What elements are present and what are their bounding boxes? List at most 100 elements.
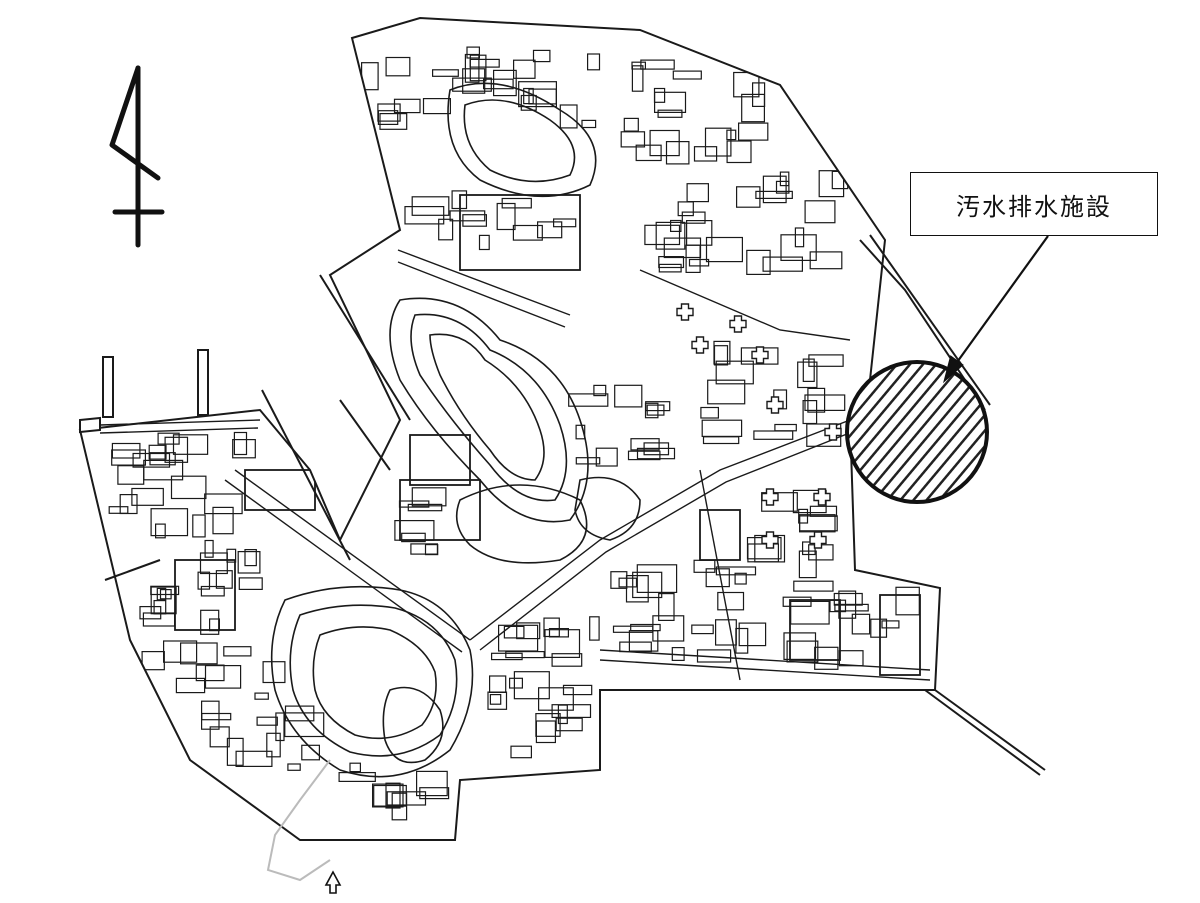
building-footprint — [244, 548, 257, 567]
building-footprint — [131, 487, 164, 506]
building-footprint — [618, 577, 638, 588]
building-footprint — [627, 450, 661, 461]
building-footprint — [226, 548, 237, 563]
building-footprint — [658, 592, 675, 621]
large-building — [699, 509, 741, 561]
building-footprint — [487, 691, 508, 710]
building-footprint — [746, 249, 771, 275]
building-footprint — [512, 59, 536, 79]
building-footprint — [505, 650, 545, 659]
site-boundary — [78, 16, 1046, 841]
building-footprint — [132, 452, 171, 468]
callout-label-box: 汚水排水施設 — [910, 172, 1158, 236]
building-footprint — [818, 170, 845, 198]
building-footprint — [733, 71, 760, 98]
building-footprint — [197, 571, 211, 590]
large-building — [399, 479, 481, 541]
building-footprint — [510, 745, 532, 759]
building-footprint — [204, 539, 214, 558]
building-footprint — [349, 762, 361, 773]
building-footprint — [204, 493, 243, 515]
building-footprint — [794, 227, 805, 248]
building-footprint — [807, 387, 826, 413]
building-footprint — [870, 618, 888, 638]
building-footprint — [287, 763, 301, 771]
building-footprint — [469, 58, 500, 68]
building-footprint — [512, 224, 543, 241]
building-footprint — [691, 624, 714, 635]
building-footprint — [681, 211, 706, 224]
building-footprint — [741, 93, 766, 123]
building-footprint — [372, 783, 404, 808]
building-footprint — [715, 360, 754, 385]
building-footprint — [612, 625, 654, 633]
building-footprint — [462, 214, 487, 227]
building-footprint — [829, 599, 847, 613]
building-footprint — [466, 46, 480, 59]
building-footprint — [797, 361, 818, 389]
building-footprint — [503, 625, 525, 639]
building-footprint — [150, 508, 189, 537]
building-footprint — [786, 640, 819, 663]
building-footprint — [478, 234, 490, 251]
building-footprint — [586, 53, 601, 71]
building-footprint — [693, 559, 716, 573]
building-footprint — [119, 494, 138, 515]
building-footprint — [632, 571, 663, 599]
building-footprint — [636, 564, 678, 593]
building-footprint — [717, 591, 745, 611]
building-footprint — [199, 552, 228, 575]
building-footprint — [735, 186, 761, 208]
building-footprint — [536, 221, 563, 239]
building-footprint — [575, 424, 586, 440]
building-footprint — [774, 423, 797, 432]
building-footprint — [156, 587, 167, 601]
building-footprint — [551, 653, 583, 667]
sewage-facility-area — [845, 360, 989, 504]
building-footprint — [715, 566, 757, 576]
building-footprint — [117, 465, 145, 485]
cross-marker — [676, 303, 694, 321]
building-footprint — [256, 716, 278, 726]
building-footprint — [551, 704, 592, 719]
building-footprint — [235, 750, 273, 767]
building-footprint — [377, 110, 399, 125]
building-footprint — [685, 220, 713, 246]
building-footprint — [452, 77, 492, 92]
building-footprint — [630, 438, 660, 451]
building-footprint — [195, 664, 225, 682]
building-footprint — [737, 122, 769, 141]
building-footprint — [401, 532, 426, 543]
building-footprint — [192, 514, 206, 538]
building-footprint — [593, 384, 607, 397]
building-footprint — [233, 431, 248, 456]
building-footprint — [798, 515, 838, 532]
building-footprint — [735, 627, 749, 654]
building-footprint — [669, 219, 682, 232]
building-footprint — [159, 588, 172, 600]
large-building — [789, 599, 841, 661]
building-footprint — [462, 68, 486, 94]
building-footprint — [385, 782, 401, 809]
building-footprint — [254, 692, 269, 700]
building-footprint — [238, 577, 263, 591]
building-footprint — [559, 104, 578, 129]
building-footprint — [419, 787, 450, 800]
building-footprint — [237, 550, 261, 574]
building-footprint — [204, 664, 242, 689]
callout-arrow — [943, 235, 1049, 384]
large-building — [174, 559, 236, 631]
building-footprint — [361, 62, 379, 91]
building-footprint — [411, 487, 447, 507]
building-footprint — [172, 434, 209, 455]
building-footprint — [170, 475, 207, 500]
building-footprint — [838, 590, 857, 619]
roads — [99, 249, 931, 681]
building-footprint — [548, 627, 569, 638]
cross-markers — [676, 303, 842, 549]
building-footprint — [793, 580, 834, 592]
cross-marker — [751, 346, 769, 364]
building-footprint — [814, 646, 839, 670]
large-building — [459, 194, 581, 271]
